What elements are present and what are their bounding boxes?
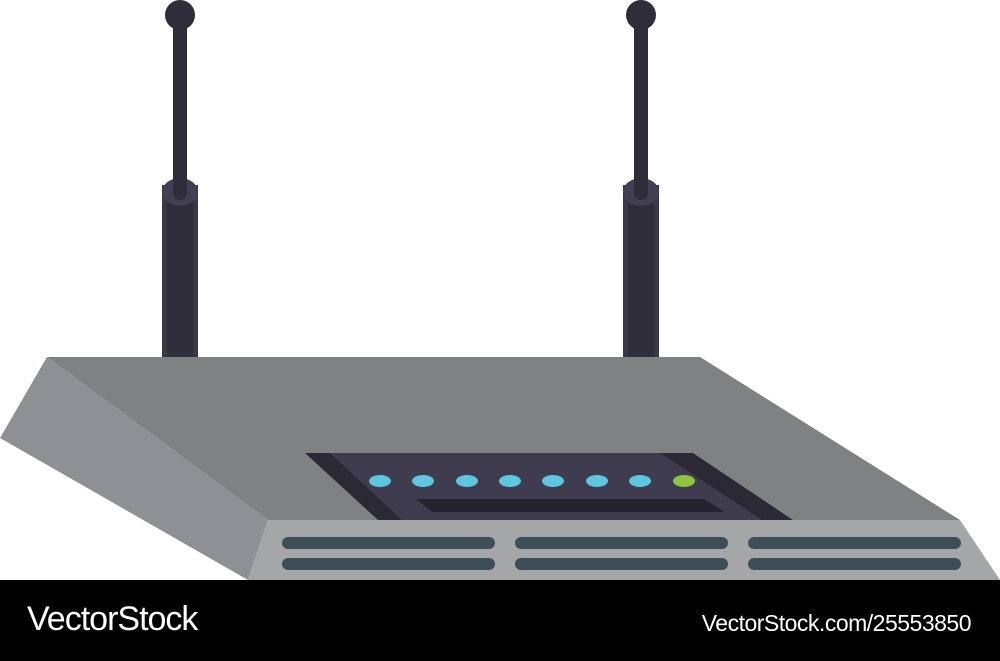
led-3	[456, 475, 478, 487]
watermark-brand: VectorStock	[27, 600, 198, 638]
front-vents	[282, 537, 961, 570]
left-antenna	[162, 0, 198, 360]
led-7	[629, 475, 651, 487]
right-antenna	[623, 0, 659, 360]
watermark-reference: VectorStock.com/25553850	[701, 610, 972, 636]
router-left-side	[0, 357, 268, 580]
led-1	[369, 475, 391, 487]
led-4	[499, 475, 521, 487]
led-2	[412, 475, 434, 487]
led-5	[542, 475, 564, 487]
watermark-bar: VectorStock VectorStock.com/25553850	[0, 580, 1000, 661]
display-slot	[416, 499, 725, 512]
led-8-power	[673, 475, 695, 487]
led-6	[586, 475, 608, 487]
router-front-panel	[248, 520, 1000, 580]
status-leds	[369, 475, 695, 487]
